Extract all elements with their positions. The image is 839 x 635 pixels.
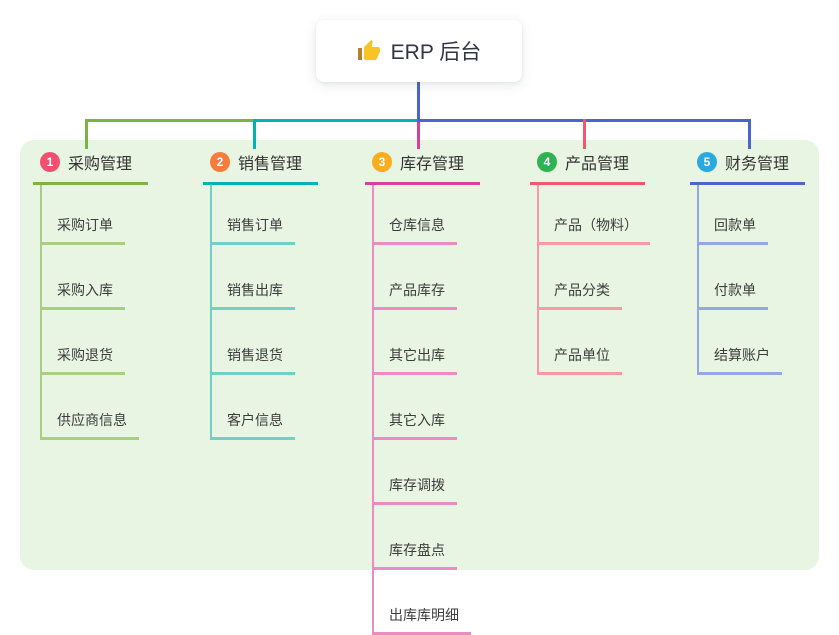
branch-title: 财务管理 xyxy=(725,156,790,173)
mindmap-canvas xyxy=(20,140,819,570)
branch-header-sales[interactable]: 2 销售管理 xyxy=(203,146,318,185)
branch-title: 销售管理 xyxy=(238,156,303,173)
tree-node[interactable]: 其它入库 xyxy=(374,375,457,440)
branch-sales: 2 销售管理 销售订单 销售出库 销售退货 客户信息 xyxy=(203,146,318,440)
tree-node[interactable]: 客户信息 xyxy=(212,375,295,440)
tree-node[interactable]: 产品单位 xyxy=(539,310,622,375)
tree-node[interactable]: 采购退货 xyxy=(42,310,125,375)
branch-finance: 5 财务管理 回款单 付款单 结算账户 xyxy=(690,146,805,375)
branch-number-badge: 5 xyxy=(697,152,717,172)
branch-items: 采购订单 采购入库 采购退货 供应商信息 xyxy=(40,185,148,440)
thumbs-up-icon xyxy=(357,39,381,63)
tree-node[interactable]: 产品库存 xyxy=(374,245,457,310)
branch-items: 销售订单 销售出库 销售退货 客户信息 xyxy=(210,185,318,440)
tree-node[interactable]: 销售订单 xyxy=(212,185,295,245)
tree-node[interactable]: 销售退货 xyxy=(212,310,295,375)
tree-node[interactable]: 库存调拨 xyxy=(374,440,457,505)
root-node-erp[interactable]: ERP 后台 xyxy=(316,20,522,82)
branch-purchase: 1 采购管理 采购订单 采购入库 采购退货 供应商信息 xyxy=(33,146,148,440)
branch-header-purchase[interactable]: 1 采购管理 xyxy=(33,146,148,185)
connector-drop-product xyxy=(583,119,586,149)
branch-header-finance[interactable]: 5 财务管理 xyxy=(690,146,805,185)
branch-items: 回款单 付款单 结算账户 xyxy=(697,185,805,375)
connector-drop-sales xyxy=(253,119,256,149)
connector-drop-purchase xyxy=(85,119,88,149)
branch-number-badge: 2 xyxy=(210,152,230,172)
tree-node[interactable]: 库存盘点 xyxy=(374,505,457,570)
connector-bus-teal xyxy=(253,119,419,122)
connector-bus-green xyxy=(85,119,255,122)
connector-root-vertical xyxy=(417,82,420,120)
branch-title: 库存管理 xyxy=(400,156,465,173)
branch-number-badge: 4 xyxy=(537,152,557,172)
tree-node[interactable]: 回款单 xyxy=(699,185,768,245)
branch-items: 仓库信息 产品库存 其它出库 其它入库 库存调拨 库存盘点 出库库明细 xyxy=(372,185,480,635)
tree-node[interactable]: 付款单 xyxy=(699,245,768,310)
tree-node[interactable]: 其它出库 xyxy=(374,310,457,375)
tree-node[interactable]: 产品（物料） xyxy=(539,185,650,245)
connector-drop-inventory xyxy=(417,122,420,149)
branch-title: 采购管理 xyxy=(68,156,133,173)
branch-number-badge: 3 xyxy=(372,152,392,172)
tree-node[interactable]: 结算账户 xyxy=(699,310,782,375)
tree-node[interactable]: 出库库明细 xyxy=(374,570,471,635)
branch-inventory: 3 库存管理 仓库信息 产品库存 其它出库 其它入库 库存调拨 库存盘点 出库库… xyxy=(365,146,480,635)
branch-product: 4 产品管理 产品（物料） 产品分类 产品单位 xyxy=(530,146,650,375)
tree-node[interactable]: 产品分类 xyxy=(539,245,622,310)
root-title: ERP 后台 xyxy=(390,41,482,64)
branch-items: 产品（物料） 产品分类 产品单位 xyxy=(537,185,650,375)
branch-number-badge: 1 xyxy=(40,152,60,172)
tree-node[interactable]: 销售出库 xyxy=(212,245,295,310)
connector-drop-finance xyxy=(748,119,751,149)
tree-node[interactable]: 供应商信息 xyxy=(42,375,139,440)
tree-node[interactable]: 采购订单 xyxy=(42,185,125,245)
tree-node[interactable]: 采购入库 xyxy=(42,245,125,310)
tree-node[interactable]: 仓库信息 xyxy=(374,185,457,245)
branch-title: 产品管理 xyxy=(565,156,630,173)
branch-header-inventory[interactable]: 3 库存管理 xyxy=(365,146,480,185)
branch-header-product[interactable]: 4 产品管理 xyxy=(530,146,645,185)
